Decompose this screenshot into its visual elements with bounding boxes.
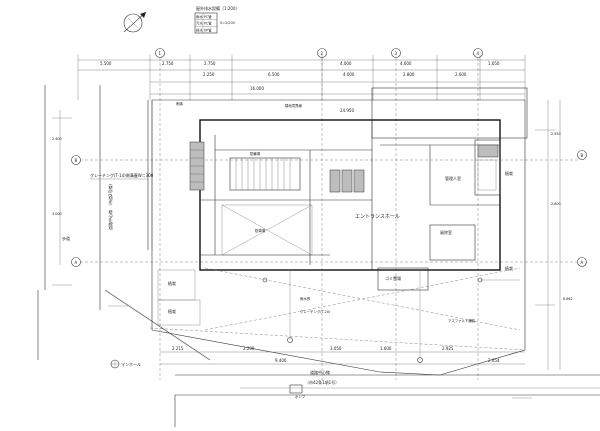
dim-right-2: 2.800 xyxy=(551,202,561,206)
stair-right xyxy=(477,144,499,158)
grid-top-4: 4 xyxy=(477,51,480,56)
bicycle-racks: 駐輪場 xyxy=(229,151,301,191)
dim-bottom-4: 1.600 xyxy=(380,346,392,351)
road-left-label: 道路中心線 xyxy=(107,210,113,230)
dim-top-5: 4.600 xyxy=(400,61,412,66)
grid-left-a: A xyxy=(75,260,78,265)
pump-label: ポンプ xyxy=(295,394,306,399)
dim-top-row2-5: 2.600 xyxy=(455,72,467,77)
title-block-row-3: 排水 VP管 xyxy=(196,27,212,32)
grid-bubbles-sides: B A B A xyxy=(71,150,587,267)
top-dimensions: 5.500 2.750 2.750 4.000 4.600 1.650 2.25… xyxy=(77,55,526,113)
parking-label: 駐車場 xyxy=(255,228,266,233)
dim-bottom-row2-1: 9.400 xyxy=(275,358,287,363)
dim-bottom-2: 2.200 xyxy=(243,346,255,351)
dim-bottom-1: 2.215 xyxy=(172,346,184,351)
sidewalk-label: 歩道 xyxy=(62,235,70,241)
planting-label-1: 植栽 xyxy=(505,170,513,176)
dim-top-1: 5.500 xyxy=(100,61,112,66)
dim-top-row3-1: 16.000 xyxy=(250,86,264,91)
grid-bubbles-top: 1 2 3 4 xyxy=(155,48,483,58)
planting-label-3: 植栽 xyxy=(168,280,176,286)
planting-beds xyxy=(157,269,201,326)
title-block-heading: 屋外排水設備（1:200） xyxy=(196,5,240,11)
planting-label-4: 植栽 xyxy=(168,308,176,314)
title-block-row-1: 雨水 PC管 xyxy=(196,14,212,19)
meter-boxes xyxy=(329,169,365,193)
stair-left xyxy=(189,141,205,191)
dim-top-4: 4.000 xyxy=(340,61,352,66)
adjacent-label: 隣地境界線 xyxy=(285,103,303,108)
dim-left-1: 2.400 xyxy=(52,137,62,141)
dim-top-row3-2: 24.950 xyxy=(340,108,354,113)
dim-right-1: 2.950 xyxy=(551,132,561,136)
grating-bottom-label: グレーチング(T-20) xyxy=(300,309,331,314)
dim-top-2: 2.750 xyxy=(162,61,174,66)
garbage-room: ゴミ置場 xyxy=(377,267,429,291)
elevation-markers xyxy=(52,117,555,399)
grid-top-2: 2 xyxy=(321,51,324,56)
planting-label-2: 植栽 xyxy=(505,265,513,271)
wind-room-label: 風除室 xyxy=(440,229,452,235)
dim-top-3: 2.750 xyxy=(204,61,216,66)
dim-top-row2-1: 2.250 xyxy=(203,72,215,77)
slab-label: 雨水桝 xyxy=(300,296,311,301)
grid-right-a: A xyxy=(581,260,584,265)
bottom-road: 道路中心線 （市42条1項1号） xyxy=(174,369,600,427)
bicycle-label: 駐輪場 xyxy=(250,151,261,156)
dim-top-6: 1.650 xyxy=(488,61,500,66)
gutter-label: 側溝 xyxy=(176,101,183,106)
parking-area: 駐車場 xyxy=(221,204,313,256)
left-dimensions: 2.400 3.000 xyxy=(52,110,62,265)
entrance-hall-label: エントランスホール xyxy=(355,214,400,220)
dim-top-row2-2: 6.500 xyxy=(268,72,280,77)
drainage-lines: グレーチング(T-20) アスファルト舗装 雨水桝 ポンプ xyxy=(204,267,521,399)
road-left-name: （市道2号線） xyxy=(107,181,113,208)
manhole-label: マンホール xyxy=(121,362,141,367)
grating-left-label: グレーチング(T-14)側溝蓋W＝300 xyxy=(90,172,154,178)
manager-room-label: 管理人室 xyxy=(445,175,461,181)
grid-left-b: B xyxy=(75,158,78,163)
road-bottom-label: 道路中心線 xyxy=(310,369,330,375)
manhole: マンホール xyxy=(110,359,141,369)
site-boundary xyxy=(104,99,526,376)
dim-right-3: 8.662 xyxy=(563,297,573,301)
north-arrow-icon xyxy=(123,11,147,33)
dim-bottom-row2-2: 2.654 xyxy=(488,358,500,363)
grid-right-b: B xyxy=(581,153,584,158)
right-dimensions: 2.950 2.800 8.662 xyxy=(547,100,573,370)
title-block-row-2: 汚水 PC管 xyxy=(196,21,212,26)
road-bottom-name: （市42条1項1号） xyxy=(305,379,339,385)
dim-top-row2-4: 2.800 xyxy=(403,72,415,77)
dim-bottom-5: 2.925 xyxy=(442,346,454,351)
left-road: 歩道 道路中心線 （市道2号線） グレーチング(T-14)側溝蓋W＝300 xyxy=(37,85,154,360)
title-block-note: S=1/200 xyxy=(220,21,235,25)
grid-top-1: 1 xyxy=(159,51,162,56)
grid-top-3: 3 xyxy=(395,51,398,56)
asphalt-label: アスファルト舗装 xyxy=(448,318,476,323)
dim-left-2: 3.000 xyxy=(52,212,62,216)
garbage-label: ゴミ置場 xyxy=(385,275,401,281)
dim-top-row2-3: 4.000 xyxy=(343,72,355,77)
bottom-dimensions: 2.215 2.200 3.050 1.600 2.925 9.400 2.65… xyxy=(160,346,525,365)
title-block: 屋外排水設備（1:200） 雨水 PC管 汚水 PC管 排水 VP管 S=1/2… xyxy=(194,5,240,34)
dim-bottom-3: 3.050 xyxy=(330,346,342,351)
grid-lines xyxy=(80,58,578,380)
